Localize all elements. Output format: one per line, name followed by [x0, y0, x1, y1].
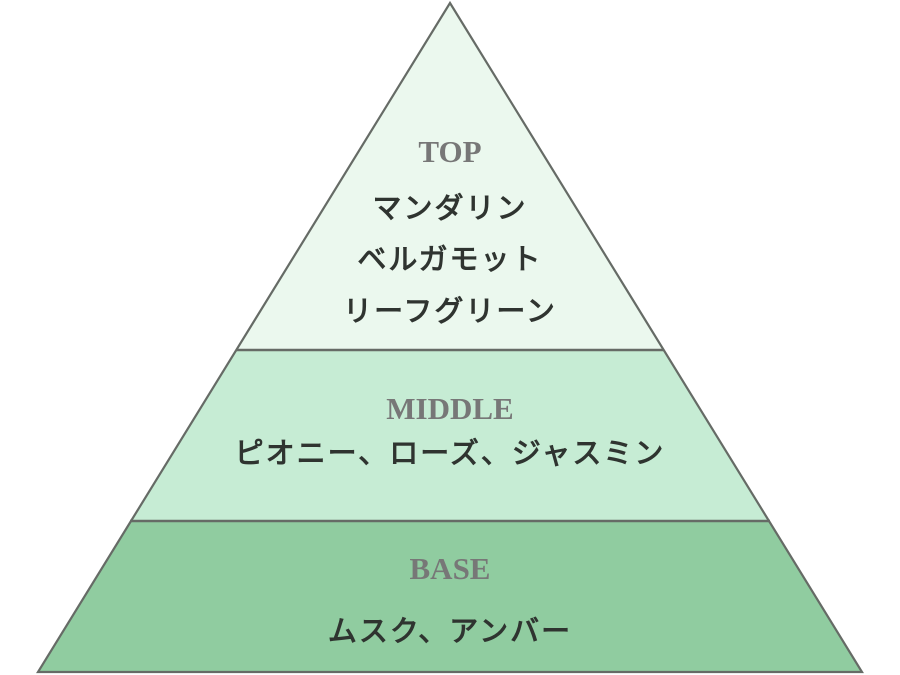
- tier-top-note-2: ベルガモット: [357, 242, 543, 276]
- tier-top-note-3: リーフグリーン: [343, 294, 557, 328]
- tier-middle-shape: [130, 350, 770, 521]
- pyramid-outline: [36, 0, 864, 674]
- tier-top-label: TOP: [418, 134, 482, 169]
- tier-base-note-1: ムスク、アンバー: [327, 614, 573, 648]
- tier-base-label: BASE: [409, 551, 491, 586]
- tier-base-shape: [38, 521, 862, 672]
- tier-top-note-1: マンダリン: [372, 191, 528, 225]
- tier-middle-note-1: ピオニー、ローズ、ジャスミン: [234, 436, 666, 470]
- tier-middle-label: MIDDLE: [386, 391, 514, 426]
- tier-top-shape: [236, 3, 664, 350]
